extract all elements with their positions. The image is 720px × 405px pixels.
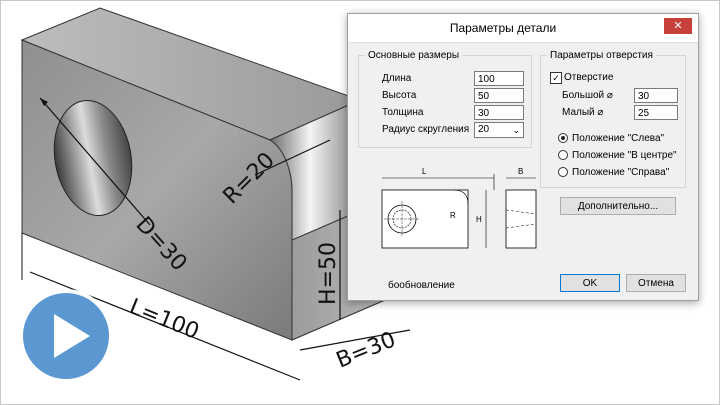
position-right-label: Положение "Справа" [572,167,670,178]
thickness-label: Толщина [382,107,424,118]
dim-line-width [299,329,411,351]
sketch-label-h: H [476,215,482,224]
model-hole [53,100,133,216]
sketch-label-l: L [422,167,427,176]
position-center-label: Положение "В центре" [572,150,677,161]
dim-label-length: L=100 [126,294,203,344]
small-diameter-input[interactable]: 25 [634,105,678,120]
length-input[interactable]: 100 [474,71,524,86]
big-diameter-label: Большой ⌀ [562,90,613,101]
hole-parameters-legend: Параметры отверстия [550,50,653,61]
dim-label-width: B=30 [333,327,399,373]
height-input[interactable]: 50 [474,88,524,103]
more-button[interactable]: Дополнительно... [560,197,676,215]
main-dimensions-legend: Основные размеры [368,50,460,61]
hole-parameters-group: Параметры отверстия [540,50,686,188]
hole-checkbox-label: Отверстие [564,72,614,83]
sketch-label-b: B [518,167,523,176]
position-right-radio[interactable] [558,167,568,177]
dim-label-height: H=50 [316,242,341,305]
part-sketch: L R H B [381,167,537,249]
dim-line-radius [254,139,331,176]
ok-button[interactable]: OK [560,274,620,292]
dialog-titlebar[interactable]: Параметры детали ✕ [348,14,698,43]
hole-checkbox[interactable]: ✓ [550,72,562,84]
chevron-down-icon: ⌄ [512,125,520,135]
radius-label: Радиус скругления [382,124,470,135]
dim-arrow [40,98,48,106]
close-icon: ✕ [673,20,683,32]
autoupdate-label: бообновление [388,280,455,291]
sketch-side-hole-bottom [505,223,537,229]
play-icon [54,314,90,358]
sketch-label-r: R [450,211,456,220]
sketch-side-hole-top [505,209,537,215]
position-left-label: Положение "Слева" [572,133,665,144]
big-diameter-input[interactable]: 30 [634,88,678,103]
close-button[interactable]: ✕ [664,18,692,34]
dim-line-diameter [39,97,151,226]
dialog-title: Параметры детали [449,21,557,35]
length-label: Длина [382,73,412,84]
radius-select[interactable]: 20 ⌄ [474,122,524,138]
small-diameter-label: Малый ⌀ [562,107,604,118]
sketch-rounded-corner [453,189,469,205]
play-video-button[interactable] [18,288,114,384]
part-parameters-dialog: Параметры детали ✕ Основные размеры Длин… [347,13,699,301]
sketch-side-view [505,189,537,249]
height-label: Высота [382,90,417,101]
cancel-button[interactable]: Отмена [626,274,686,292]
position-center-radio[interactable] [558,150,568,160]
thickness-input[interactable]: 30 [474,105,524,120]
main-dimensions-group: Основные размеры [358,50,532,148]
position-left-radio[interactable] [558,133,568,143]
radius-select-value: 20 [478,124,490,135]
